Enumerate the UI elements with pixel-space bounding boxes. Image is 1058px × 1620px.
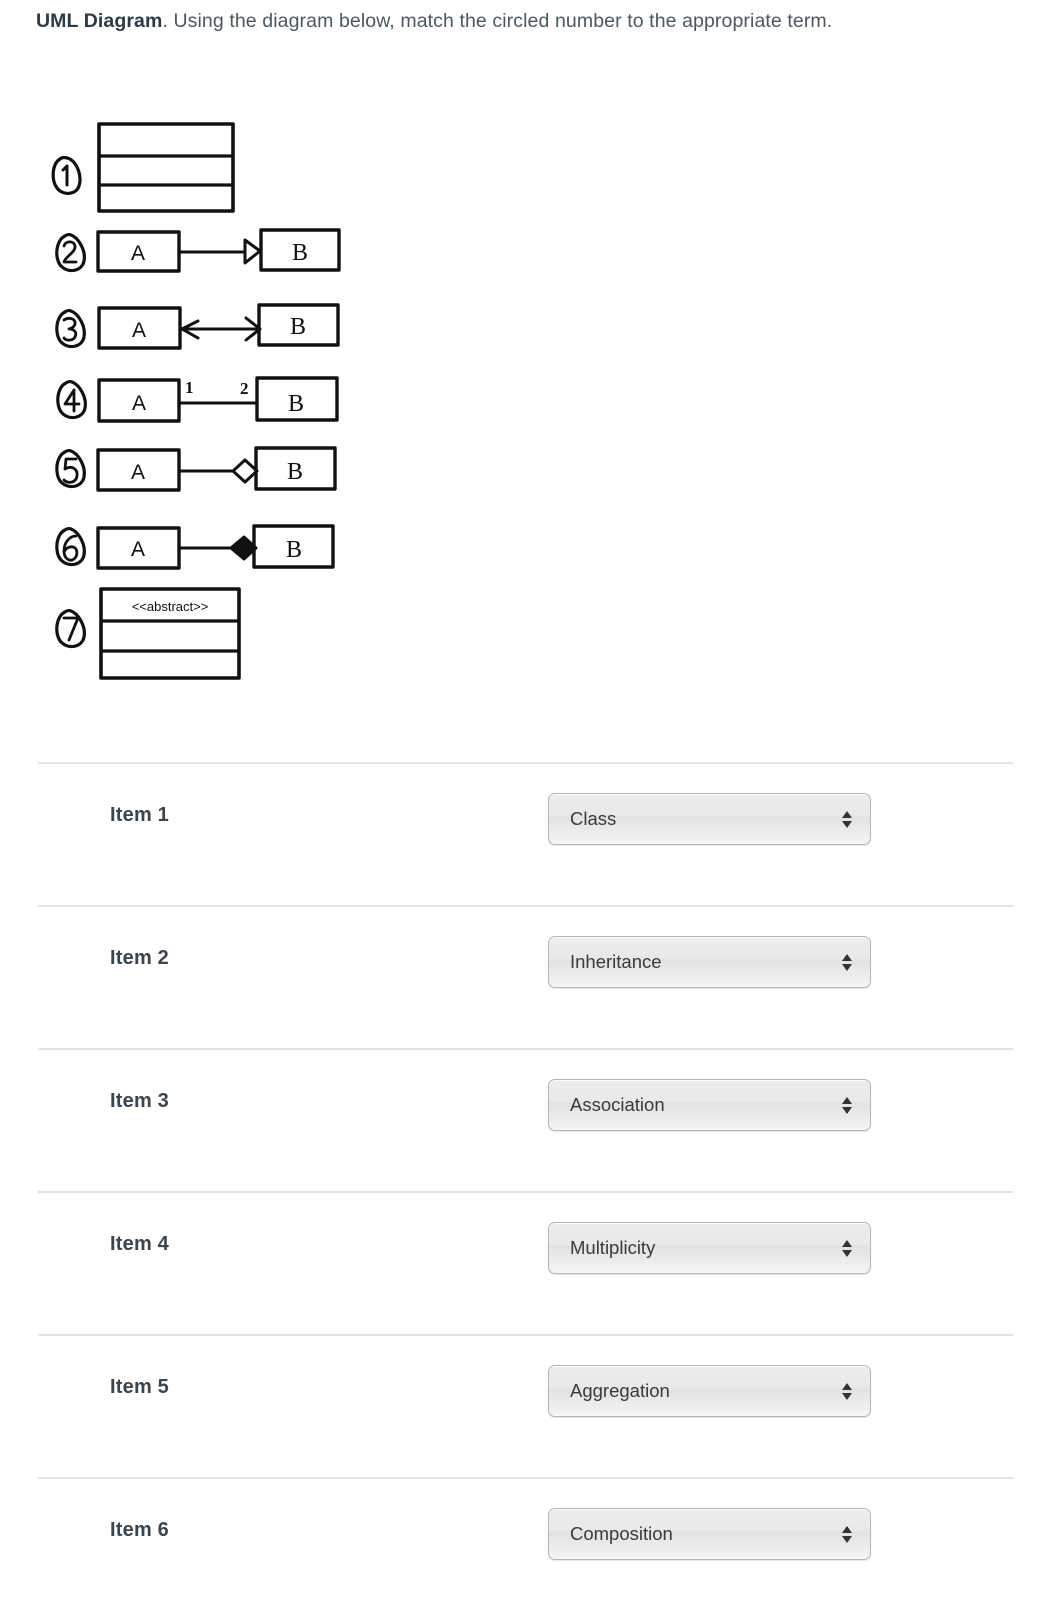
- circled-number-1-glyph: [61, 164, 69, 187]
- class-3-b-label: B: [290, 314, 306, 340]
- answer-select-item-6[interactable]: Composition: [548, 1508, 871, 1560]
- circled-number-6-glyph: [62, 534, 79, 562]
- chevron-up-icon: [841, 953, 852, 961]
- answer-select-item-1[interactable]: Class: [548, 793, 871, 845]
- matching-row: Item 1 Class: [38, 762, 1013, 905]
- circled-number-7-ring: [55, 608, 86, 649]
- class-5-a-label: A: [131, 461, 145, 484]
- circled-number-6-ring: [55, 526, 86, 567]
- class-2-a-label: A: [131, 242, 145, 265]
- circled-number-2-ring: [55, 232, 86, 273]
- answer-select-wrapper[interactable]: Class: [548, 793, 871, 845]
- uml-row-3: A B: [55, 303, 340, 350]
- class-box-3-b: [257, 303, 340, 347]
- answer-select-wrapper[interactable]: Association: [548, 1079, 871, 1131]
- class-3-a-label: A: [132, 319, 146, 342]
- answer-select-wrapper[interactable]: Inheritance: [548, 936, 871, 988]
- prompt-body: . Using the diagram below, match the cir…: [162, 10, 833, 32]
- answer-select-value: Inheritance: [570, 951, 662, 972]
- question-prompt: UML Diagram. Using the diagram below, ma…: [36, 6, 966, 37]
- uml-row-7: <<abstract>>: [55, 587, 241, 680]
- chevron-down-icon: [841, 1106, 852, 1114]
- arrowhead-left: [180, 319, 200, 340]
- uml-row-5: A B: [55, 446, 337, 492]
- uml-legend-svg: A B A B 1: [51, 122, 341, 680]
- circled-number-5-glyph: [62, 457, 79, 484]
- answer-select-item-4[interactable]: Multiplicity: [548, 1222, 871, 1274]
- select-stepper-arrows-icon[interactable]: [841, 1523, 852, 1545]
- circled-number-5-ring: [55, 448, 86, 489]
- item-label: Item 5: [110, 1376, 170, 1398]
- uml-row-4: 1 2 A B: [56, 376, 339, 423]
- item-label: Item 4: [110, 1233, 170, 1255]
- matching-rows-container: Item 1 Class Item 2 Inheritance It: [0, 762, 1058, 1620]
- answer-select-wrapper[interactable]: Multiplicity: [548, 1222, 871, 1274]
- chevron-down-icon: [841, 1392, 852, 1400]
- class-5-b-label: B: [287, 459, 303, 485]
- chevron-down-icon: [841, 1249, 852, 1257]
- select-stepper-arrows-icon[interactable]: [841, 1094, 852, 1116]
- class-6-b-label: B: [286, 537, 302, 563]
- chevron-up-icon: [841, 1239, 852, 1247]
- chevron-up-icon: [841, 1382, 852, 1390]
- multiplicity-left-label: 1: [185, 378, 194, 397]
- circled-number-1-ring: [51, 155, 82, 195]
- matching-row: Item 5 Aggregation: [38, 1334, 1013, 1477]
- select-stepper-arrows-icon[interactable]: [841, 951, 852, 973]
- answer-select-item-5[interactable]: Aggregation: [548, 1365, 871, 1417]
- class-4-a-label: A: [132, 392, 146, 415]
- filled-diamond: [229, 535, 258, 561]
- hollow-triangle-arrowhead: [243, 238, 262, 265]
- class-box-4-a: [97, 378, 181, 423]
- answer-select-wrapper[interactable]: Composition: [548, 1508, 871, 1560]
- matching-row: Item 6 Composition: [38, 1477, 1013, 1620]
- chevron-down-icon: [841, 1535, 852, 1543]
- chevron-up-icon: [841, 1525, 852, 1533]
- item-label: Item 1: [110, 804, 170, 826]
- item-label: Item 2: [110, 947, 170, 969]
- circled-number-3-glyph: [62, 316, 78, 342]
- class-box-7: [99, 587, 241, 680]
- chevron-down-icon: [841, 963, 852, 971]
- answer-select-value: Multiplicity: [570, 1237, 656, 1258]
- matching-row: Item 4 Multiplicity: [38, 1191, 1013, 1334]
- class-6-a-label: A: [131, 538, 145, 561]
- chevron-down-icon: [841, 820, 852, 828]
- matching-row: Item 3 Association: [38, 1048, 1013, 1191]
- class-4-b-label: B: [288, 391, 304, 417]
- prompt-lead-in: UML Diagram: [36, 10, 163, 32]
- chevron-up-icon: [841, 1096, 852, 1104]
- circled-number-2-glyph: [62, 240, 78, 264]
- answer-select-item-2[interactable]: Inheritance: [548, 936, 871, 988]
- circled-number-7-glyph: [62, 616, 80, 642]
- uml-legend-figure: A B A B 1: [48, 112, 408, 692]
- hollow-diamond: [231, 458, 259, 484]
- class-box-1: [97, 122, 235, 213]
- answer-select-item-3[interactable]: Association: [548, 1079, 871, 1131]
- answer-select-value: Composition: [570, 1523, 673, 1544]
- answer-select-wrapper[interactable]: Aggregation: [548, 1365, 871, 1417]
- class-2-b-label: B: [292, 240, 308, 266]
- select-stepper-arrows-icon[interactable]: [841, 1237, 852, 1259]
- circled-number-4-glyph: [63, 388, 81, 413]
- select-stepper-arrows-icon[interactable]: [841, 1380, 852, 1402]
- uml-row-6: A B: [55, 524, 335, 570]
- multiplicity-right-label: 2: [240, 379, 249, 398]
- item-label: Item 3: [110, 1090, 170, 1112]
- circled-number-3-ring: [55, 308, 86, 349]
- class-box-4-b: [255, 376, 339, 422]
- abstract-stereotype-label: <<abstract>>: [132, 599, 209, 614]
- class-box-3-a: [97, 306, 182, 350]
- uml-row-1: [51, 122, 235, 213]
- circled-number-4-ring: [56, 379, 87, 420]
- answer-select-value: Aggregation: [570, 1380, 670, 1401]
- arrowhead-right: [244, 316, 262, 342]
- select-stepper-arrows-icon[interactable]: [841, 808, 852, 830]
- chevron-up-icon: [841, 810, 852, 818]
- matching-row: Item 2 Inheritance: [38, 905, 1013, 1048]
- answer-select-value: Class: [570, 808, 617, 829]
- uml-row-2: A B: [55, 228, 341, 273]
- item-label: Item 6: [110, 1519, 170, 1541]
- answer-select-value: Association: [570, 1094, 665, 1115]
